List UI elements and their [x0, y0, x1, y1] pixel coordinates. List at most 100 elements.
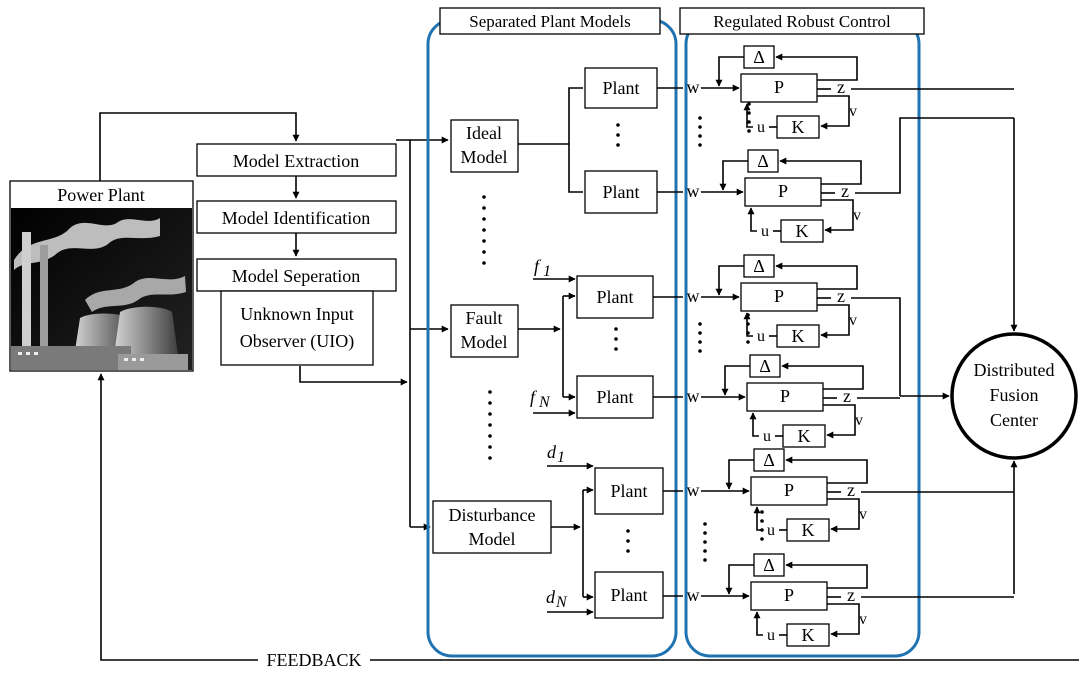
model-separation-box: Model Seperation: [197, 259, 396, 291]
delta-to-p-arrow: [729, 565, 754, 594]
v-label: v: [849, 103, 857, 120]
loop-ellipsis-fault-left-dot: [698, 349, 702, 353]
p-to-k-arrow: [821, 200, 853, 230]
loop-ellipsis-fault-left: [698, 322, 702, 353]
p-to-k-arrow: [823, 405, 855, 435]
fault-model-label-line1: Fault: [465, 308, 502, 328]
loop-ellipsis-disturbance-left-dot: [703, 558, 707, 562]
p-label: P: [778, 181, 788, 201]
v-label: v: [855, 412, 863, 429]
u-label: u: [757, 328, 765, 345]
plants-layer: PlantPlantPlantPlantPlantPlant: [577, 68, 663, 618]
plant-ellipsis-fault: [614, 327, 618, 351]
v-label: v: [859, 611, 867, 628]
delta-to-p-arrow: [725, 366, 750, 395]
models-ellipsis-lower: [488, 390, 492, 460]
z-label: z: [847, 585, 855, 605]
uio-label-line1: Unknown Input: [240, 304, 354, 324]
p-to-k-arrow: [827, 604, 859, 634]
k-label: K: [796, 221, 809, 241]
plant-label: Plant: [596, 287, 633, 307]
input-dN-sub: N: [555, 594, 568, 611]
p-label: P: [774, 286, 784, 306]
z-to-fusion-line: [855, 118, 1014, 193]
loop-ellipsis-disturbance-left-dot: [703, 522, 707, 526]
u-label: u: [767, 522, 775, 539]
loop-ellipsis-fault-mid-dot: [746, 322, 750, 326]
plant-ellipsis-fault-dot: [614, 347, 618, 351]
delta-label: Δ: [763, 555, 775, 575]
loop-ellipsis-fault-mid-dot: [746, 331, 750, 335]
delta-to-p-arrow: [719, 57, 744, 86]
fault-model-box: Fault Model: [451, 305, 518, 357]
loop-ellipsis-ideal-left-dot: [698, 125, 702, 129]
loop-ellipsis-ideal-mid-dot: [747, 120, 751, 124]
plant-ellipsis-disturbance-dot: [626, 549, 630, 553]
plant-label: Plant: [610, 481, 647, 501]
w-label: w: [687, 386, 700, 406]
plant-ellipsis-ideal-dot: [616, 143, 620, 147]
loop-ellipsis-disturbance-mid-dot: [760, 537, 764, 541]
w-label: w: [687, 480, 700, 500]
u-to-p-arrow: [753, 413, 759, 436]
plant-ellipsis-ideal-dot: [616, 133, 620, 137]
input-dN: d N: [546, 587, 593, 612]
u-label: u: [761, 223, 769, 240]
k-label: K: [798, 426, 811, 446]
ideal-model-box: Ideal Model: [451, 120, 518, 172]
model-extraction-label: Model Extraction: [233, 151, 359, 171]
input-f1: f 1: [533, 256, 575, 280]
w-label: w: [687, 286, 700, 306]
loop-ellipsis-disturbance-left-dot: [703, 549, 707, 553]
input-f1-label: f: [534, 256, 542, 276]
fusion-label-line2: Fusion: [989, 385, 1038, 405]
loop-ellipsis-fault-left-dot: [698, 331, 702, 335]
disturbance-model-label-line2: Model: [469, 529, 516, 549]
plant-ellipsis-ideal: [616, 123, 620, 147]
model-extraction-box: Model Extraction: [197, 144, 396, 176]
power-plant-image: [11, 208, 192, 370]
p-to-k-arrow: [817, 96, 849, 126]
z-label: z: [847, 480, 855, 500]
delta-to-p-arrow: [723, 161, 748, 190]
w-label: w: [687, 181, 700, 201]
z-label: z: [837, 286, 845, 306]
uio-box: Unknown Input Observer (UIO): [221, 291, 373, 365]
delta-label: Δ: [753, 256, 765, 276]
feedback-label: FEEDBACK: [266, 650, 361, 670]
loop-ellipsis-ideal-left: [698, 116, 702, 147]
plant-label: Plant: [602, 78, 639, 98]
plant-box: Plant: [577, 376, 653, 418]
loop-ellipsis-disturbance-mid-dot: [760, 519, 764, 523]
z-label: z: [841, 181, 849, 201]
loop-ellipsis-disturbance-mid-dot: [760, 510, 764, 514]
input-fN-sub: N: [538, 394, 551, 411]
w-label: w: [687, 77, 700, 97]
ideal-model-label-line1: Ideal: [466, 123, 502, 143]
plant-box: Plant: [595, 468, 663, 514]
p-to-k-arrow: [827, 499, 859, 529]
plant-box: Plant: [585, 68, 657, 108]
u-label: u: [763, 428, 771, 445]
z-label: z: [837, 77, 845, 97]
ideal-branch-lines: [518, 88, 583, 192]
loop-ellipsis-disturbance-mid-dot: [760, 528, 764, 532]
u-to-p-arrow: [757, 612, 763, 635]
disturbance-model-box: Disturbance Model: [433, 501, 551, 553]
k-label: K: [802, 520, 815, 540]
plant-box: Plant: [595, 572, 663, 618]
k-label: K: [792, 326, 805, 346]
p-label: P: [784, 480, 794, 500]
plant-ellipsis-fault-dot: [614, 337, 618, 341]
loop-ellipsis-fault-mid-dot: [746, 340, 750, 344]
loop-ellipsis-ideal-left-dot: [698, 143, 702, 147]
input-d1-label: d: [547, 442, 557, 462]
input-dN-label: d: [546, 587, 556, 607]
delta-label: Δ: [763, 450, 775, 470]
loop-ellipsis-ideal-mid-dot: [747, 129, 751, 133]
uio-to-bus-arrow: [300, 366, 407, 382]
